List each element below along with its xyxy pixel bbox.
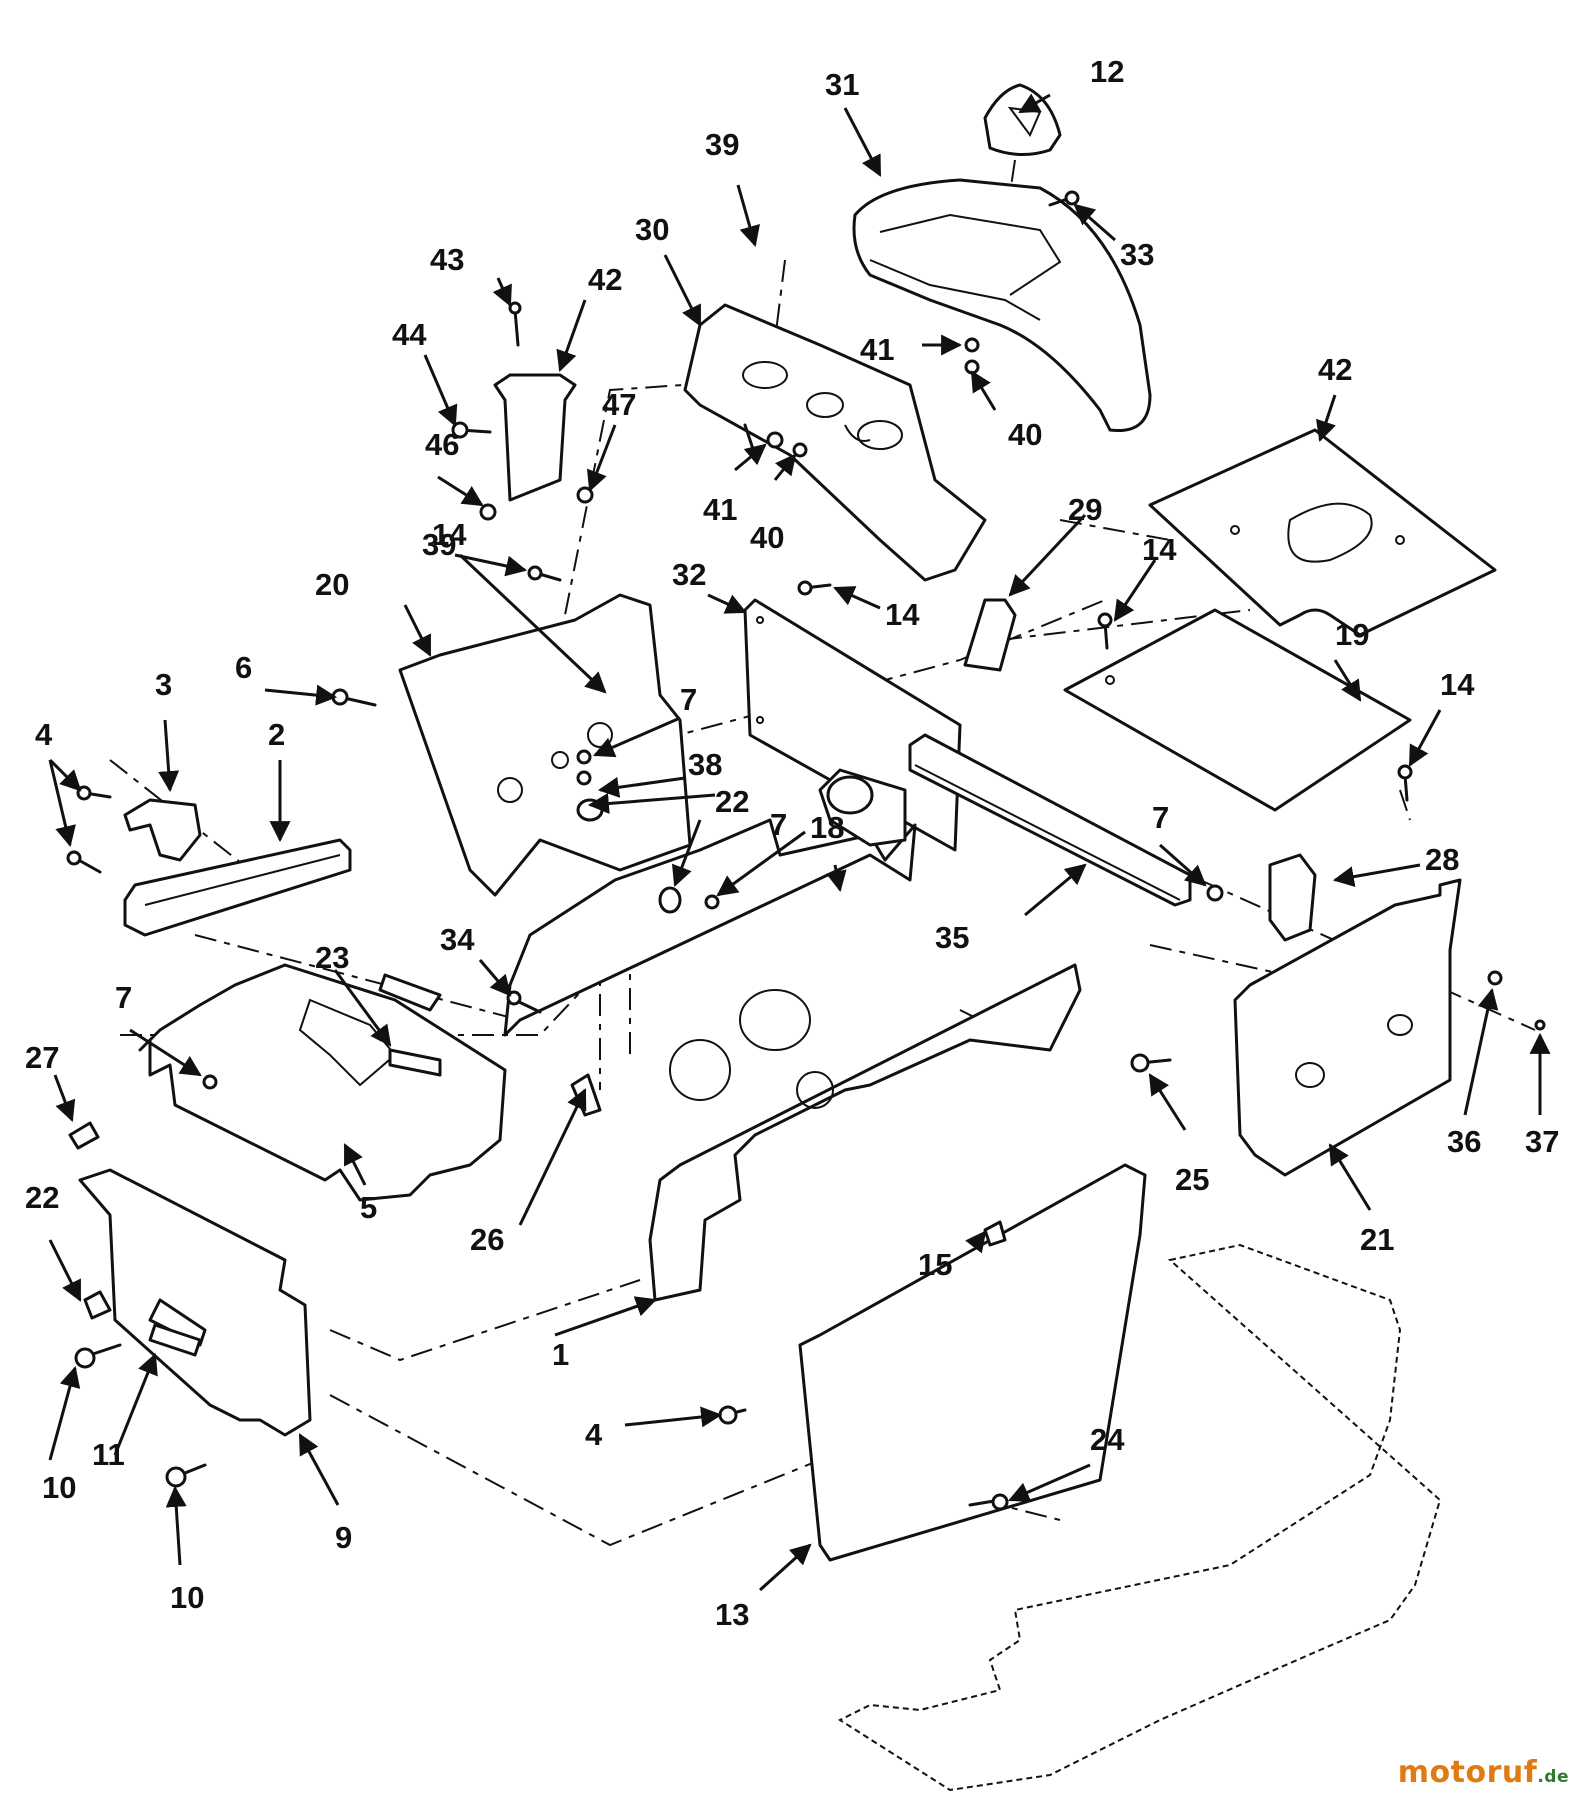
watermark-main: motoruf <box>1397 1755 1538 1790</box>
callout-7-c: 7 <box>1152 800 1169 835</box>
callout-28: 28 <box>1425 842 1459 877</box>
callout-13: 13 <box>715 1597 749 1632</box>
part-19-plate <box>1063 608 1412 812</box>
watermark-logo: motoruf.de <box>1398 1755 1569 1790</box>
part-30-instrument-panel <box>683 303 987 582</box>
callout-6: 6 <box>235 650 252 685</box>
part-5-floor-pan <box>138 963 507 1202</box>
part-21-side-panel <box>1233 853 1462 1177</box>
callout-41: 41 <box>703 492 737 527</box>
callout-33: 33 <box>1120 237 1154 272</box>
callout-36: 36 <box>1447 1124 1481 1159</box>
callout-14-a: 14 <box>432 517 467 552</box>
callout-7-a: 7 <box>680 682 697 717</box>
callout-14-c: 14 <box>1142 532 1177 567</box>
callout-30: 30 <box>635 212 669 247</box>
callout-47: 47 <box>602 387 636 422</box>
part-29-bracket <box>963 598 1017 672</box>
callout-7-b: 7 <box>770 807 787 842</box>
callout-19: 19 <box>1335 617 1369 652</box>
callout-43: 42 <box>588 262 622 297</box>
callout-20: 20 <box>315 567 349 602</box>
callout-44: 44 <box>392 317 427 352</box>
leader-arrows <box>48 93 1551 1592</box>
callout-18: 18 <box>810 810 844 845</box>
callout-22-a: 22 <box>715 784 749 819</box>
part-9-pedal-panel <box>78 1168 312 1437</box>
callout-40-top: 40 <box>1008 417 1042 452</box>
callout-31: 31 <box>825 67 859 102</box>
callout-38: 38 <box>688 747 722 782</box>
callout-15: 15 <box>918 1247 952 1282</box>
callout-22-b: 22 <box>25 1180 59 1215</box>
callout-3: 3 <box>155 667 172 702</box>
part-2-rail <box>123 838 352 937</box>
watermark-tld: .de <box>1537 1767 1569 1787</box>
callout-35: 35 <box>935 920 969 955</box>
callout-10-b: 10 <box>170 1580 204 1615</box>
callout-4-b: 4 <box>585 1417 603 1452</box>
callout-4-a: 4 <box>35 717 53 752</box>
callout-2: 2 <box>268 717 285 752</box>
part-35-angle-bar <box>908 733 1192 907</box>
part-43-bracket <box>493 373 577 502</box>
callout-27: 27 <box>25 1040 59 1075</box>
part-20-side-console <box>398 593 692 897</box>
callout-39: 39 <box>422 527 456 562</box>
callout-40: 40 <box>750 520 784 555</box>
callout-11: 11 <box>92 1437 125 1472</box>
callout-39-top: 39 <box>705 127 739 162</box>
callout-labels: 12 31 33 39 30 43 42 44 47 46 41 40 41 4… <box>25 54 1559 1632</box>
part-13-side-panel <box>798 1163 1147 1562</box>
callout-23: 23 <box>315 940 349 975</box>
part-42-floor-plate <box>1148 428 1497 637</box>
part-1-main-frame <box>503 768 1082 1302</box>
callout-32: 32 <box>672 557 706 592</box>
callout-10-a: 10 <box>42 1470 76 1505</box>
callout-26: 26 <box>470 1222 504 1257</box>
callout-34: 34 <box>440 922 475 957</box>
hardware <box>66 190 1546 1511</box>
callout-12: 12 <box>1090 54 1124 89</box>
callout-46: 46 <box>425 427 459 462</box>
callout-14-d: 14 <box>1440 667 1475 702</box>
part-3-bracket <box>123 798 202 862</box>
callout-1: 1 <box>552 1337 569 1372</box>
callout-7-d: 7 <box>115 980 132 1015</box>
callout-24: 24 <box>1090 1422 1125 1457</box>
callout-37: 37 <box>1525 1124 1559 1159</box>
callout-14-b: 14 <box>885 597 920 632</box>
callout-25: 25 <box>1175 1162 1209 1197</box>
callout-45: 43 <box>430 242 464 277</box>
callout-42-label: 42 <box>1318 352 1352 387</box>
callout-5: 5 <box>360 1190 377 1225</box>
callout-29: 29 <box>1068 492 1102 527</box>
callout-41-top: 41 <box>860 332 894 367</box>
callout-9: 9 <box>335 1520 352 1555</box>
callout-21: 21 <box>1360 1222 1394 1257</box>
part-31-dash-panel <box>852 178 1152 433</box>
